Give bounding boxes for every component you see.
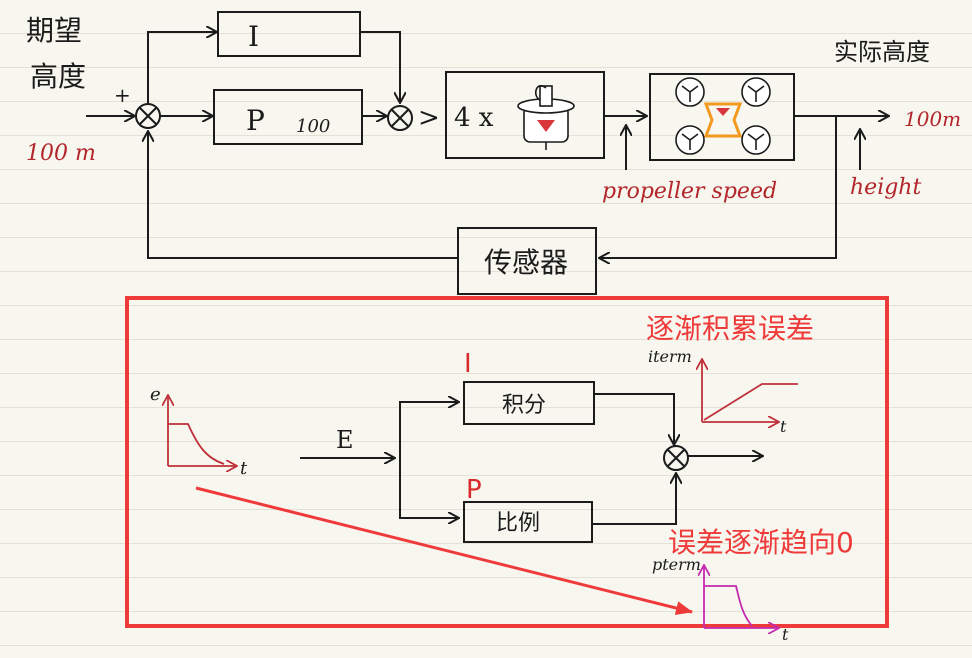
summing-junction-3: [663, 445, 689, 471]
motor-multiplier: 4 x: [454, 103, 494, 133]
proportional-output-arrow: [592, 474, 676, 525]
drone-block: [649, 73, 795, 161]
p-gain-label: 100: [296, 116, 330, 137]
error-plot-y-label: e: [150, 384, 161, 405]
error-to-pterm-arrow: [195, 486, 693, 615]
summing-junction-2: [387, 105, 413, 131]
branch-to-i-block: [147, 32, 216, 104]
pi-detail-highlight-box: [125, 296, 889, 628]
note-error-to-zero: 误差逐渐趋向0: [668, 526, 854, 559]
proportional-block-label: 比例: [496, 511, 540, 536]
p-block-label: P: [246, 104, 265, 137]
feedback-to-sensor: [600, 116, 837, 258]
i-block-label: I: [248, 20, 259, 53]
iterm-plot-x-label: t: [780, 417, 787, 436]
pterm-plot: [704, 566, 778, 628]
i-marker: I: [464, 349, 472, 379]
i-block: [217, 11, 361, 57]
iterm-plot: [702, 360, 798, 422]
integral-block-label: 积分: [502, 393, 546, 418]
pterm-plot-y-label: pterm: [652, 555, 701, 574]
error-plot: [168, 396, 236, 466]
pterm-plot-x-label: t: [782, 625, 789, 644]
setpoint-label-line1: 期望: [26, 14, 82, 47]
branch-to-proportional: [399, 458, 458, 518]
plus-sign: +: [114, 83, 131, 107]
sensor-block-label: 传感器: [484, 246, 568, 279]
summing-junction-1: [135, 103, 161, 129]
integral-output-arrow: [594, 393, 674, 444]
height-label: height: [850, 175, 921, 200]
propeller-speed-label: propeller speed: [602, 179, 777, 204]
branch-to-integral: [399, 402, 458, 458]
integral-block: [463, 381, 595, 425]
greater-than-sign: >: [418, 103, 440, 133]
motor-icon: [517, 85, 575, 150]
proportional-block: [463, 501, 593, 543]
actual-height-label: 实际高度: [834, 38, 930, 66]
setpoint-label-line2: 高度: [30, 60, 86, 93]
setpoint-value: 100 m: [26, 141, 96, 166]
sensor-to-junction: [148, 132, 458, 259]
iterm-plot-y-label: iterm: [648, 347, 692, 366]
p-block: [213, 89, 363, 145]
note-accumulate-error: 逐渐积累误差: [646, 312, 814, 345]
input-e-label: E: [336, 426, 354, 454]
output-value: 100m: [904, 107, 961, 131]
error-plot-x-label: t: [240, 458, 248, 479]
quadcopter-icon: [675, 77, 771, 155]
i-output-arrow: [360, 31, 400, 102]
p-marker: P: [466, 475, 482, 505]
sensor-block: [457, 227, 597, 295]
